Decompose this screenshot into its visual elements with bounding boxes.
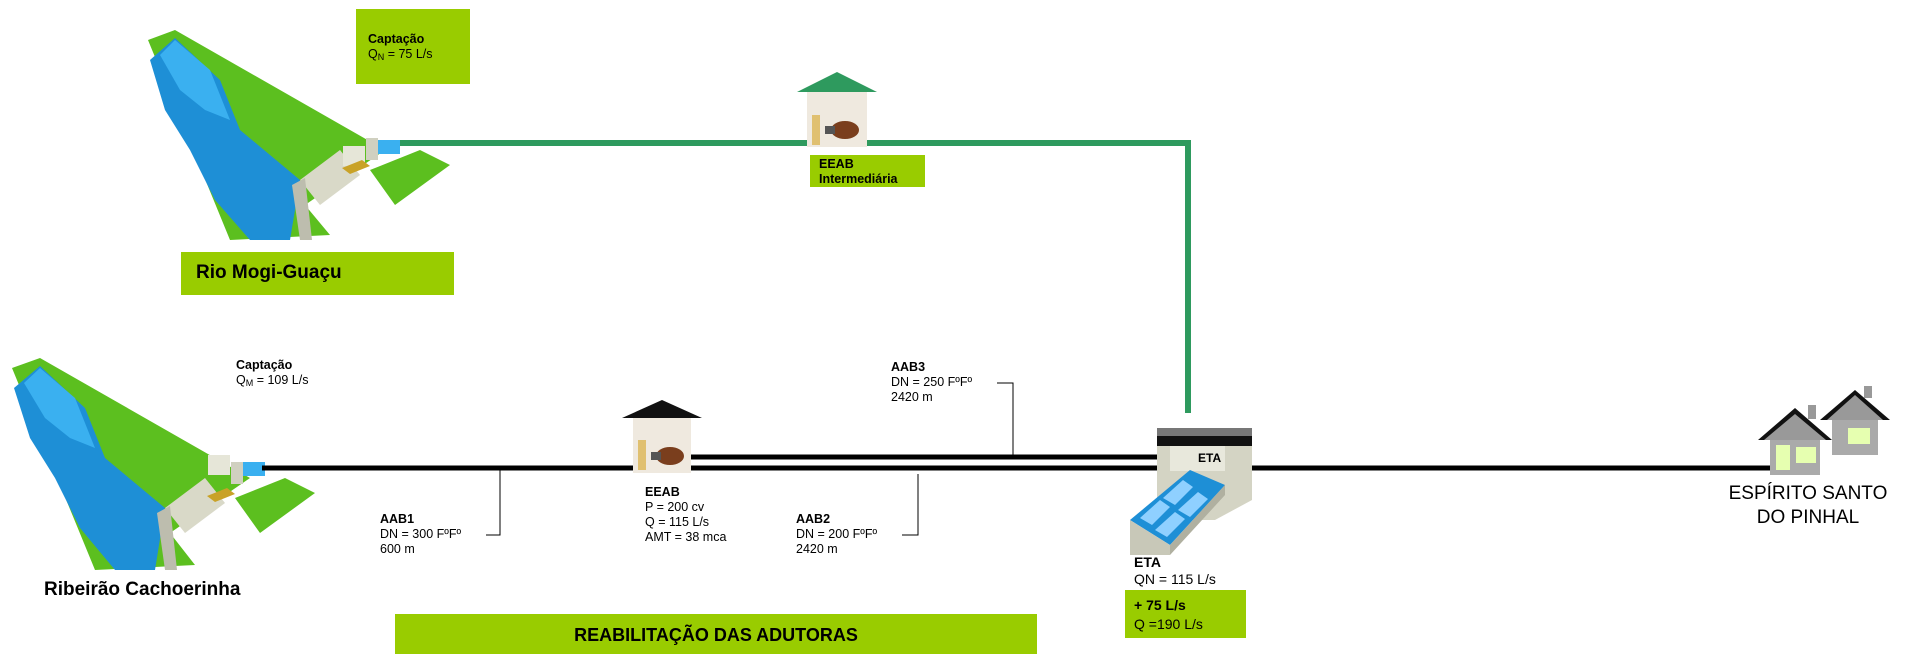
aab3-title: AAB3 [891,360,926,374]
aab1-dn: DN = 300 FºFº [380,527,462,541]
captacao-mogi-flow-value: = 75 L/s [384,47,433,61]
leader-lines [486,382,1014,536]
aab1-length: 600 m [380,542,415,556]
houses-icon [1758,386,1890,475]
aab2-title: AAB2 [796,512,831,526]
eta-title: ETA [1134,554,1161,570]
eta-q-total: Q =190 L/s [1134,616,1203,632]
captacao-mogi-flow-sub: N [377,52,385,62]
eta-plant-icon [1130,428,1252,555]
ribeirao-name: Ribeirão Cachoerinha [44,579,241,600]
eta-sign-label: ETA [1198,451,1221,465]
rio-mogi-intake-illustration [148,30,450,240]
captacao-mogi-box [356,9,470,84]
eeab-intermediaria-line1: EEAB [819,157,854,171]
destination-line1: ESPÍRITO SANTO [1728,483,1888,504]
eta-label: ETA QN = 115 L/s [1134,554,1216,588]
destination-line2: DO PINHAL [1756,507,1860,528]
eeab-intermediaria-box [810,155,925,187]
captacao-ribeirao-label: Captação QM = 109 L/s [236,358,308,391]
captacao-ribeirao-flow-sub: M [245,378,254,388]
aab1-label: AAB1 DN = 300 FºFº 600 m [380,512,461,557]
aab3-length: 2420 m [891,390,933,404]
eta-qn: QN = 115 L/s [1134,571,1216,587]
green-pipeline [400,140,1191,413]
destination-label: ESPÍRITO SANTO DO PINHAL [1700,482,1916,530]
aab3-dn: DN = 250 FºFº [891,375,973,389]
eeab-intermediaria-label: EEAB Intermediária [819,157,898,187]
eeab-spec-head: AMT = 38 mca [645,530,727,544]
captacao-mogi-flow-symbol: Q [368,47,378,61]
reabilitacao-banner-text: REABILITAÇÃO DAS ADUTORAS [574,625,858,645]
eeab-title: EEAB [645,485,680,499]
eta-increment-label: + 75 L/s Q =190 L/s [1134,596,1203,634]
captacao-mogi-title: Captação [368,32,425,46]
eeab-spec-flow: Q = 115 L/s [645,515,710,529]
rio-mogi-name: Rio Mogi-Guaçu [196,262,342,283]
captacao-mogi-label: Captação QN = 75 L/s [368,32,433,65]
black-pipelines [262,454,1775,471]
eta-increment-box [1125,590,1246,638]
aab1-title: AAB1 [380,512,415,526]
captacao-ribeirao-flow-value: = 109 L/s [253,373,309,387]
eeab-label: EEAB P = 200 cv Q = 115 L/s AMT = 38 mca [645,485,726,545]
captacao-ribeirao-flow-symbol: Q [236,373,246,387]
aab3-label: AAB3 DN = 250 FºFº 2420 m [891,360,972,405]
ribeirao-intake-illustration [12,358,315,570]
eeab-pumphouse-icon [622,400,702,473]
aab2-dn: DN = 200 FºFº [796,527,878,541]
aab2-label: AAB2 DN = 200 FºFº 2420 m [796,512,877,557]
eeab-spec-power: P = 200 cv [645,500,705,514]
eta-increment: + 75 L/s [1134,597,1186,613]
rio-mogi-name-box [181,252,454,295]
eeab-intermediaria-icon [797,72,877,147]
reabilitacao-banner [395,614,1037,654]
aab2-length: 2420 m [796,542,838,556]
eeab-intermediaria-line2: Intermediária [819,172,898,186]
captacao-ribeirao-title: Captação [236,358,293,372]
